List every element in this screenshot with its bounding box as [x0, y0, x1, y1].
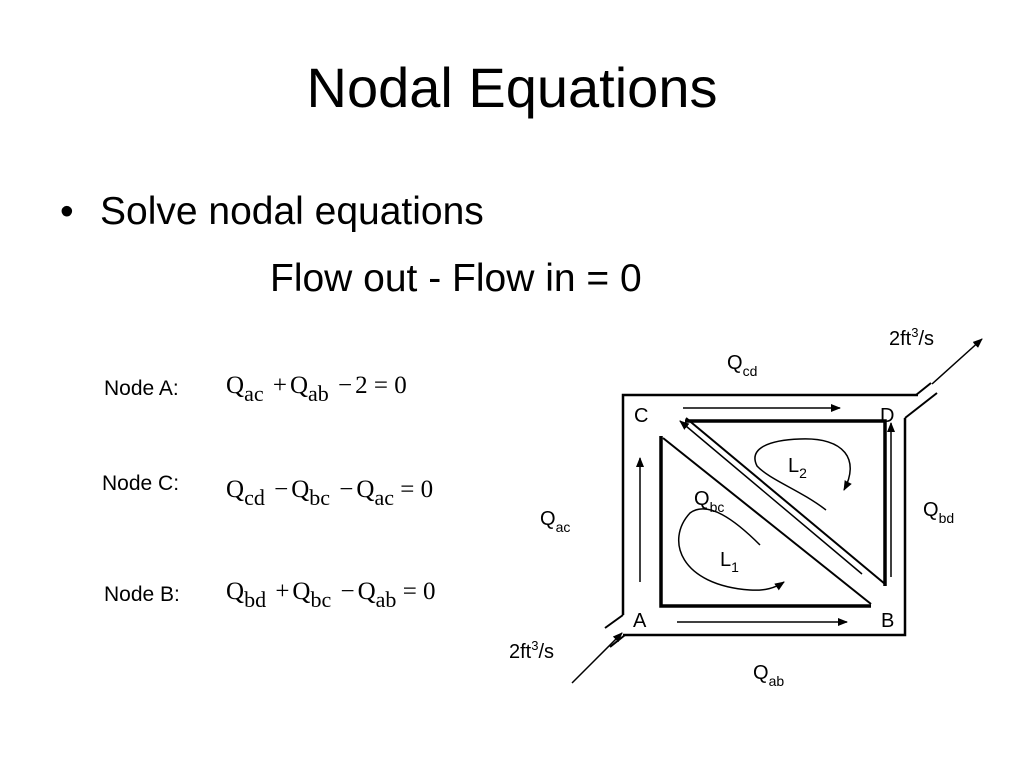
inner-wall-cab	[659, 436, 871, 608]
outer-wall-right-bottom	[623, 418, 907, 637]
operator: −	[340, 578, 355, 605]
outflow-pipe-wall-upper	[915, 382, 932, 396]
label-qcd: Qcd	[727, 352, 757, 379]
term-sub: bd	[244, 587, 267, 612]
arrow-inflow	[571, 632, 623, 684]
term: 2	[355, 372, 368, 399]
label-inflow: 2ft3/s	[509, 638, 554, 663]
term-sub: ac	[374, 485, 394, 510]
term: Q	[292, 578, 311, 605]
term: Q	[226, 372, 245, 399]
outflow-pipe-wall-lower	[904, 392, 938, 419]
arrow-qbc	[679, 420, 863, 575]
label-l1: L1	[720, 549, 739, 575]
term: Q	[226, 476, 245, 503]
term: Q	[289, 372, 309, 399]
operator: +	[275, 578, 290, 605]
node-b-equation: Qbd +Qbc −Qab = 0	[226, 578, 436, 611]
node-c-text: C	[634, 405, 648, 427]
equation-rhs: = 0	[373, 372, 407, 399]
operator: −	[274, 476, 289, 503]
node-d-text: D	[880, 405, 894, 427]
label-l2: L2	[788, 455, 807, 481]
diagonal-wall-upper	[685, 417, 886, 585]
inner-wall-cdb	[685, 419, 887, 586]
slide-title: Nodal Equations	[306, 56, 718, 119]
bullet-item: • Solve nodal equations	[60, 192, 484, 231]
node-a-label: Node A:	[104, 377, 179, 400]
operator: −	[338, 372, 353, 399]
label-qac: Qac	[540, 508, 570, 535]
term: Q	[291, 476, 310, 503]
operator: +	[272, 372, 287, 399]
node-b-label: Node B:	[104, 583, 180, 606]
term: Q	[226, 578, 245, 605]
label-qab: Qab	[753, 662, 784, 689]
operator: −	[339, 476, 354, 503]
term-sub: ac	[244, 381, 264, 406]
equation-rhs: = 0	[402, 578, 436, 605]
loop-arrow-l2	[754, 438, 852, 511]
term-sub: bc	[309, 485, 331, 510]
term: Q	[356, 476, 375, 503]
flow-arrows	[571, 338, 983, 684]
bullet-dot: •	[60, 190, 74, 233]
term-sub: ab	[308, 381, 329, 406]
inflow-pipe-wall-upper	[604, 614, 624, 629]
node-c-equation: Qcd −Qbc −Qac = 0	[226, 476, 434, 509]
arrow-outflow	[931, 338, 983, 385]
term-sub: ab	[375, 587, 397, 612]
label-outflow: 2ft3/s	[889, 325, 934, 350]
flow-balance-statement: Flow out - Flow in = 0	[270, 257, 642, 300]
node-c-label: Node C:	[102, 472, 180, 495]
node-a-equation: Qac +Qab −2 = 0	[226, 372, 407, 405]
term-sub: bc	[310, 587, 332, 612]
diagonal-wall-lower	[662, 437, 872, 605]
outer-wall-top-left	[621, 393, 918, 615]
node-b-text: B	[881, 610, 894, 632]
pipe-walls	[604, 382, 938, 648]
term-sub: cd	[244, 485, 265, 510]
diagram-labels: C D A B Qcd Qac Qbc Qbd Qab L2 L1 2ft3/s…	[509, 325, 954, 689]
bullet-text: Solve nodal equations	[100, 190, 484, 233]
label-qbc: Qbc	[694, 488, 724, 515]
equation-rhs: = 0	[400, 476, 434, 503]
node-a-text: A	[633, 610, 647, 632]
term: Q	[357, 578, 376, 605]
label-qbd: Qbd	[923, 499, 954, 526]
loop-arrow-l1	[677, 508, 785, 591]
